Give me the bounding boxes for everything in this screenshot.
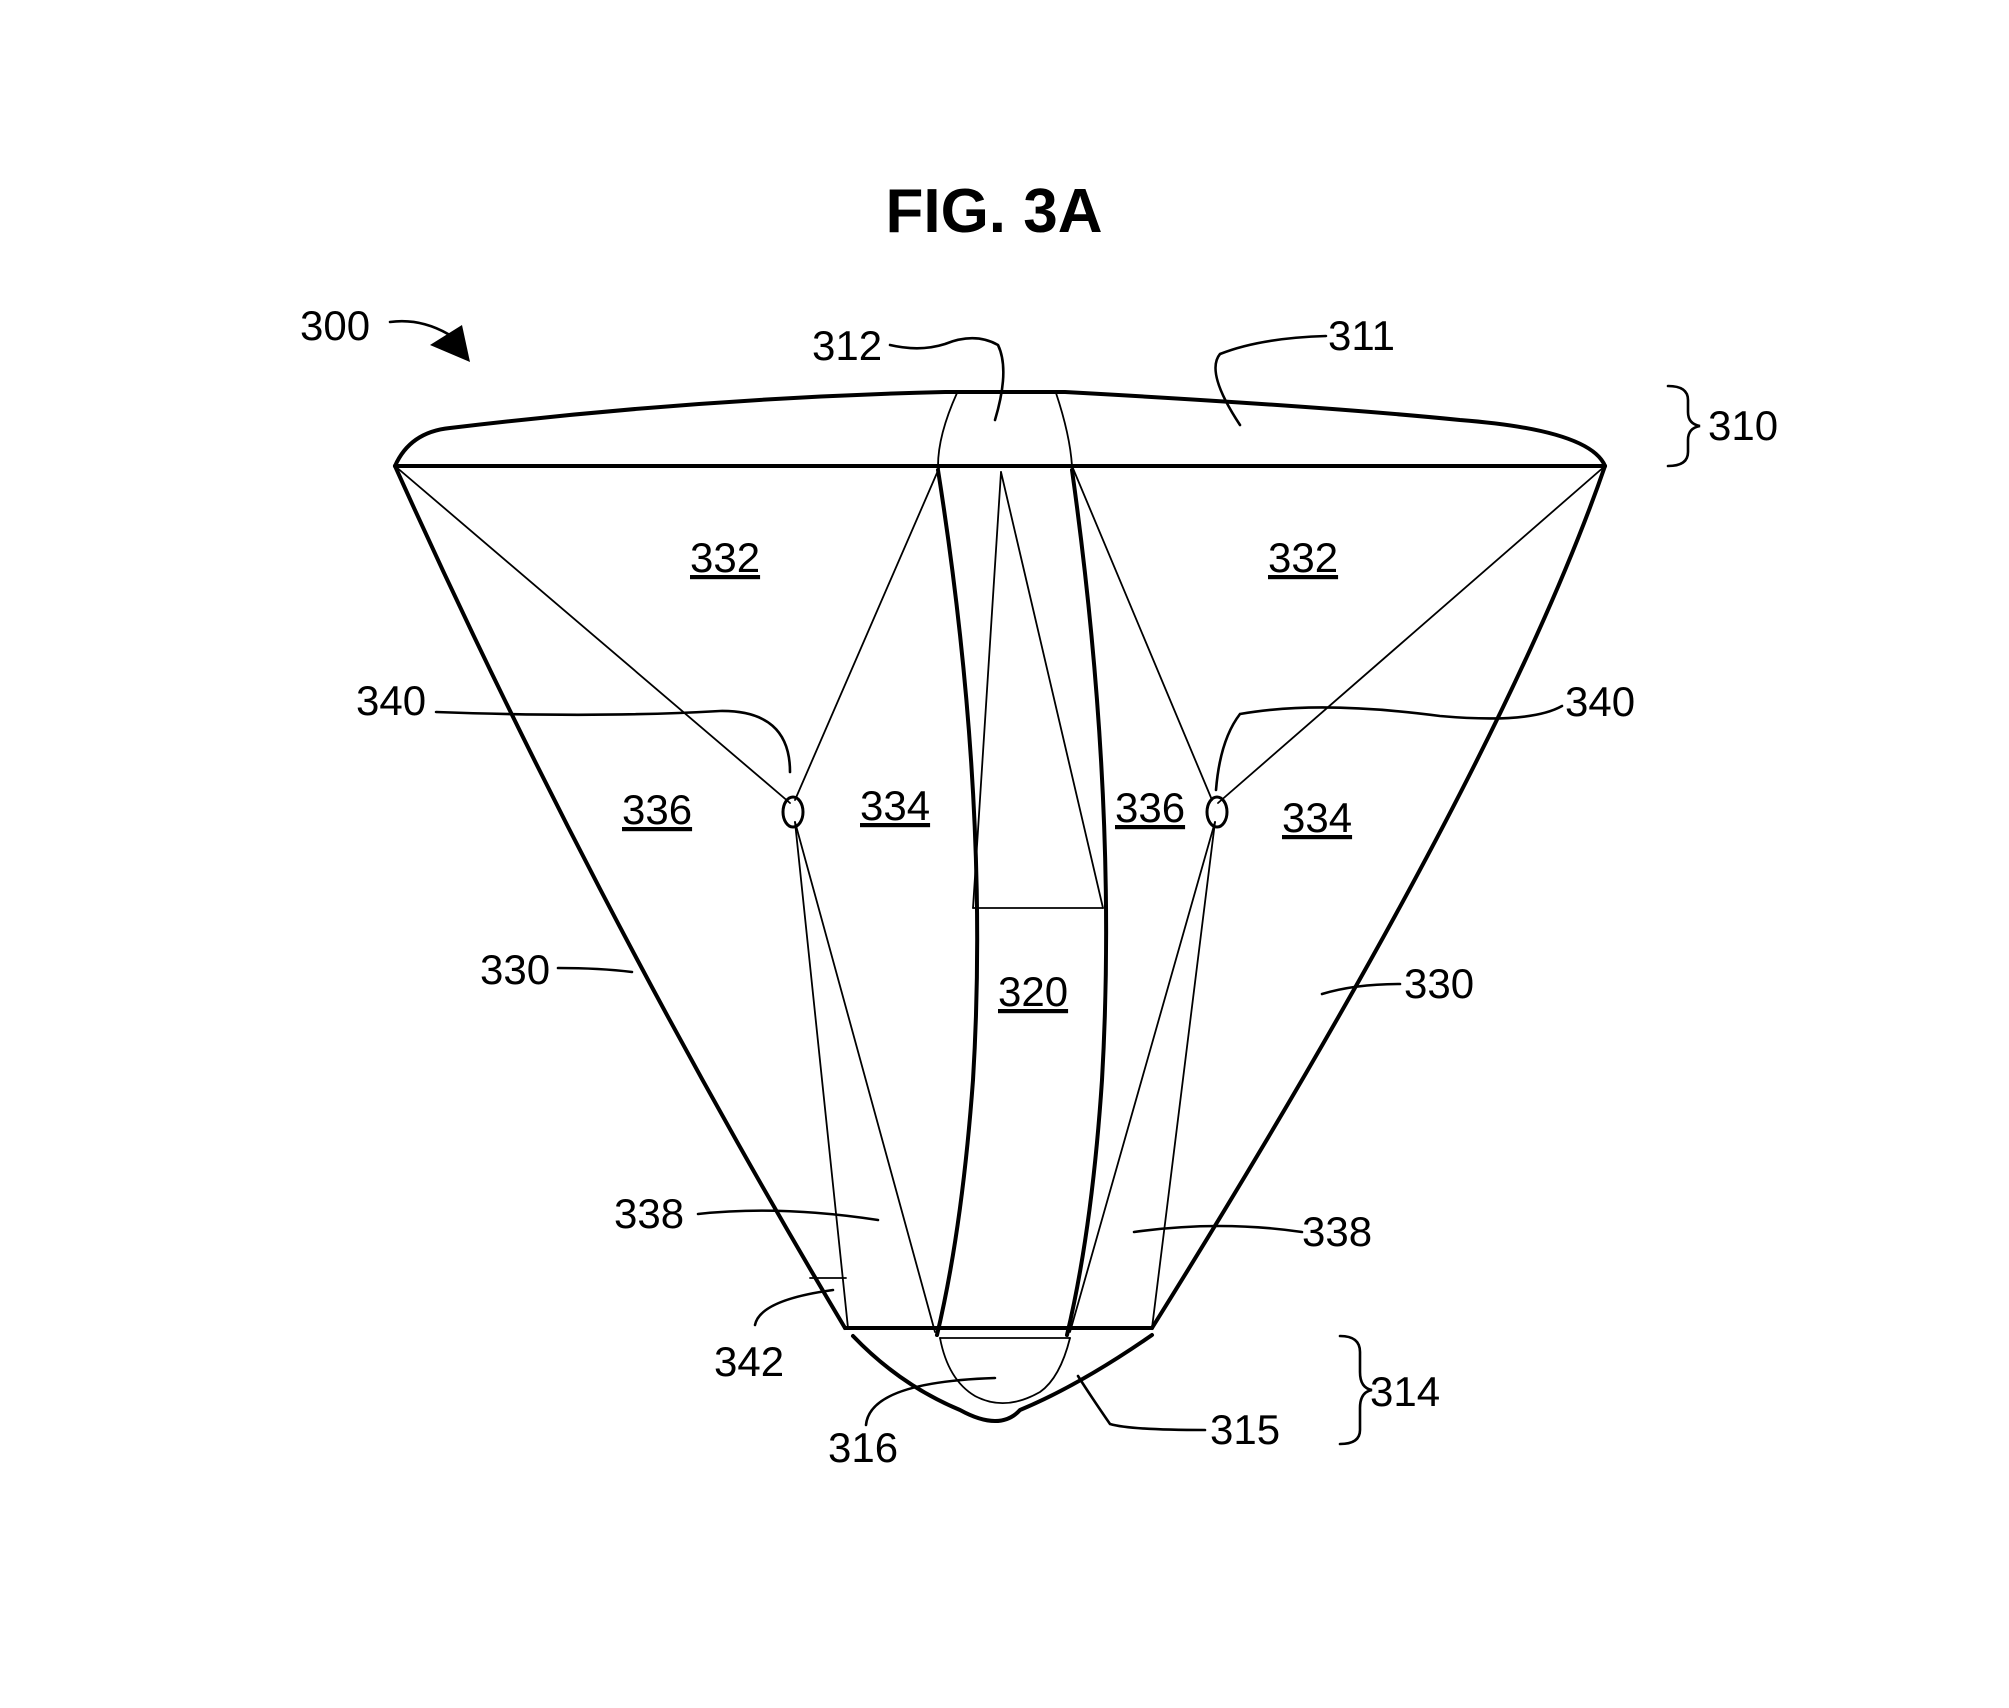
label-342: 342 [714, 1338, 784, 1385]
channel-right-wall [1065, 468, 1109, 1337]
label-300: 300 [300, 302, 370, 349]
label-338-left: 338 [614, 1190, 684, 1237]
label-314: 314 [1370, 1368, 1440, 1415]
bracket-314 [1338, 1334, 1373, 1446]
leader-315 [1076, 1374, 1207, 1432]
label-334-left: 334 [860, 782, 930, 829]
arrowhead-300 [430, 325, 470, 362]
left-attachment-point [781, 795, 805, 829]
label-338-right: 338 [1302, 1208, 1372, 1255]
channel-inner-line-right [1000, 471, 1104, 909]
label-320: 320 [998, 968, 1068, 1015]
leader-300 [388, 319, 450, 336]
channel-inner-line-left [972, 471, 1002, 909]
left-panel-fold-upper-outer [394, 465, 791, 804]
label-312: 312 [812, 322, 882, 369]
label-311: 311 [1328, 312, 1395, 359]
left-panel-fold-lower-outer [794, 821, 849, 1329]
channel-opening-right-line [1055, 392, 1073, 467]
leader-338-right [1132, 1224, 1304, 1234]
leader-312 [888, 336, 1005, 422]
right-side-wall [1150, 464, 1607, 1330]
leader-342 [753, 1288, 835, 1327]
channel-opening-left-line [937, 392, 958, 467]
label-340-right: 340 [1565, 678, 1635, 725]
left-side-wall [393, 464, 847, 1330]
label-330-left: 330 [480, 946, 550, 993]
label-336-left: 336 [622, 786, 692, 833]
left-panel-fold-lower-inner [794, 821, 936, 1333]
channel-left-wall [935, 468, 980, 1337]
right-panel-fold-lower-outer [1151, 821, 1216, 1329]
right-panel-fold-upper-outer [1217, 465, 1606, 804]
bracket-310 [1666, 384, 1701, 468]
label-330-right: 330 [1404, 960, 1474, 1007]
label-332-left: 332 [690, 534, 760, 581]
channel-bottom-dome [939, 1337, 1071, 1405]
right-panel-fold-lower-inner [1069, 821, 1216, 1333]
left-panel-fold-upper-inner [794, 465, 941, 801]
leader-316 [864, 1376, 997, 1427]
figure-title: FIG. 3A [885, 177, 1102, 246]
label-334-right: 334 [1282, 794, 1352, 841]
label-336-right: 336 [1115, 784, 1185, 831]
leader-311 [1214, 334, 1328, 427]
label-340-left: 340 [356, 677, 426, 724]
label-310: 310 [1708, 402, 1778, 449]
leader-330-right [1320, 982, 1402, 996]
bottom-cap-outline [851, 1333, 1154, 1423]
leader-340-right [1214, 704, 1564, 792]
leader-338-left [696, 1209, 880, 1222]
top-cap-outline [393, 390, 1607, 468]
leader-330-left [556, 966, 634, 974]
right-attachment-point [1205, 795, 1229, 829]
label-316: 316 [828, 1424, 898, 1471]
label-332-right: 332 [1268, 534, 1338, 581]
leader-340-left [434, 709, 792, 774]
right-panel-fold-upper-inner [1071, 465, 1213, 801]
label-315: 315 [1210, 1406, 1280, 1453]
